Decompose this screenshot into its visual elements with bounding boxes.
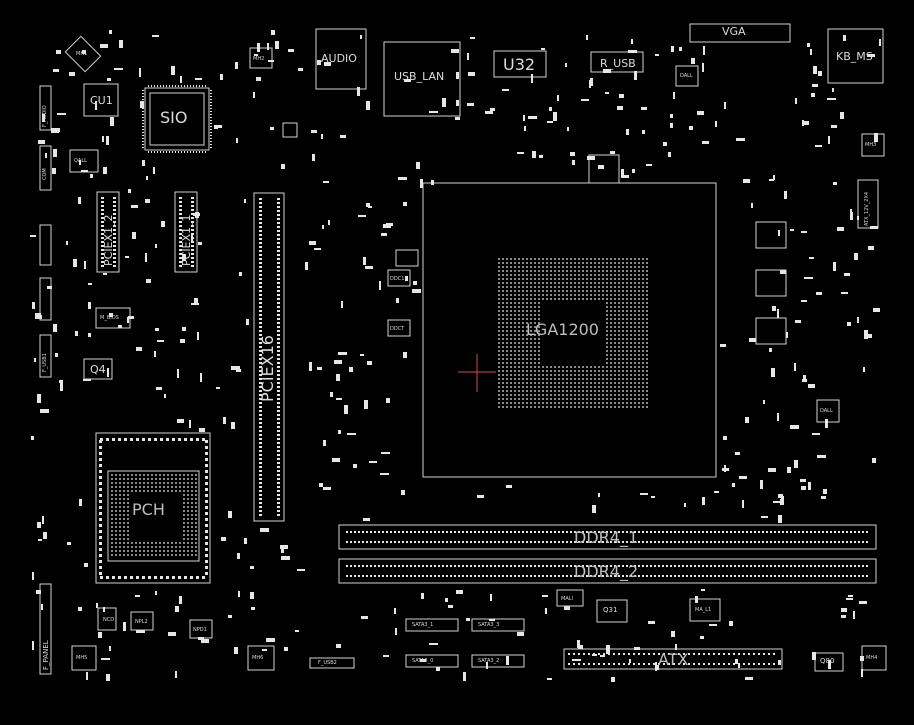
pch-label: PCH	[132, 500, 165, 519]
vga-label: VGA	[722, 25, 746, 38]
vrm-choke-2	[755, 269, 787, 297]
q4-chip	[83, 358, 113, 380]
pciex16-label: PCIEX16	[258, 335, 277, 402]
f-usb1-header	[39, 334, 52, 378]
sata3-3-connector	[471, 618, 525, 632]
r-usb-connector	[590, 51, 644, 73]
sq-1	[588, 154, 620, 184]
audio-label: AUDIO	[321, 52, 357, 65]
q80-chip	[814, 652, 844, 672]
pciex1-1-slot	[174, 191, 198, 273]
lga1200-label: LGA1200	[526, 320, 599, 339]
f-audio-header	[39, 85, 52, 131]
sata3-3-label: SATA3_3	[478, 622, 500, 628]
atx-label: ATX	[658, 650, 689, 669]
mh4-label: MH4	[866, 655, 878, 661]
mh1-hole	[64, 35, 102, 73]
dall-label-1: DALL	[680, 73, 693, 79]
sata3-0-label: SATA3_0	[412, 658, 434, 664]
ddr4-1-slot	[338, 524, 877, 550]
sq-2	[282, 122, 298, 138]
ddr4-1-label: DDR4_1	[574, 528, 639, 547]
f-panel-label: F_PANEL	[42, 640, 50, 670]
ddcu-chip	[395, 249, 419, 267]
q4-label: Q4	[90, 363, 106, 376]
u32-label: U32	[503, 55, 536, 74]
f-usb2-header	[309, 657, 355, 669]
atx-connector	[563, 648, 783, 670]
pch-outline	[95, 432, 211, 584]
m-bios-label: M_BIOS	[100, 315, 119, 321]
ddr4-2-slot	[338, 558, 877, 584]
pciex1-2-label: PCIEX1_2	[102, 214, 115, 266]
sio-chip-inner	[149, 92, 205, 146]
ma-l1-label: MA_L1	[695, 607, 712, 613]
atx-12v-connector	[857, 179, 879, 229]
sio-chip	[144, 87, 210, 151]
kb-ms-connector	[827, 28, 884, 84]
u32-chip	[493, 50, 547, 78]
mh5-label: MH5	[76, 655, 88, 661]
dall-label-2: DALL	[820, 408, 833, 414]
sata3-1-connector	[405, 618, 459, 632]
vga-connector	[689, 23, 791, 43]
header-left-3	[39, 224, 52, 266]
sata3-2-connector	[471, 654, 525, 668]
q31-label: Q31	[603, 606, 618, 614]
ddct-label: DDCT	[390, 326, 405, 332]
sata3-2-label: SATA3_2	[478, 658, 500, 664]
pciex16-slot	[253, 192, 285, 522]
vrm-choke-3	[755, 317, 787, 345]
pch-chip	[107, 470, 200, 562]
mh2-hole	[249, 47, 273, 69]
sata3-0-connector	[405, 654, 459, 668]
q80-label: Q80	[820, 657, 835, 665]
ncd-label: NCD	[103, 617, 115, 623]
pciex1-1-label: PCIEX1_1	[180, 214, 193, 266]
ddr4-2-label: DDR4_2	[574, 562, 639, 581]
atx-12v-label: ATX_12V_2X4	[864, 191, 870, 226]
ddc1-chip	[387, 269, 411, 287]
mh6-label: MH6	[252, 655, 264, 661]
audio-connector	[315, 28, 367, 90]
mh6-hole	[247, 645, 275, 671]
ncd-chip	[97, 607, 117, 631]
ma-l1-chip	[689, 598, 721, 622]
mh1-label: MH1	[76, 51, 88, 57]
mh3-label: MH3	[865, 142, 877, 148]
com-header	[39, 145, 52, 191]
npd1-label: NPD1	[193, 627, 207, 633]
cu1-label: CU1	[90, 94, 113, 107]
f-usb1-label: F_USB1	[42, 353, 48, 372]
npl2-label: NPL2	[135, 619, 148, 625]
cu1-chip	[83, 83, 119, 117]
header-left-4	[39, 277, 52, 321]
usb-lan-connector	[383, 41, 461, 117]
pciex1-2-slot	[96, 191, 120, 273]
q31-chip	[596, 599, 628, 623]
mh3-hole	[861, 133, 885, 157]
mh2-label: MH2	[253, 56, 265, 62]
usb-lan-label: USB_LAN	[394, 70, 445, 83]
ddct-chip	[387, 319, 411, 337]
vrm-choke-1	[755, 221, 787, 249]
ddc1-label: DDC1	[390, 276, 405, 282]
f-audio-label: F_AUDIO	[42, 105, 48, 127]
mh5-hole	[71, 645, 97, 671]
kb-ms-label: KB_MS	[836, 50, 873, 63]
f-panel-header	[39, 583, 52, 675]
com-label: COM	[42, 168, 48, 180]
f-usb2-label: F_USB2	[318, 660, 337, 666]
sata3-1-label: SATA3_1	[412, 622, 434, 628]
qall-2-chip	[675, 65, 699, 87]
mali-label: MALI	[561, 596, 573, 602]
r-usb-label: R_USB	[600, 57, 636, 70]
qall-label: QALL	[74, 158, 87, 164]
sio-label: SIO	[160, 108, 188, 127]
cpu-socket-outline	[422, 182, 717, 478]
